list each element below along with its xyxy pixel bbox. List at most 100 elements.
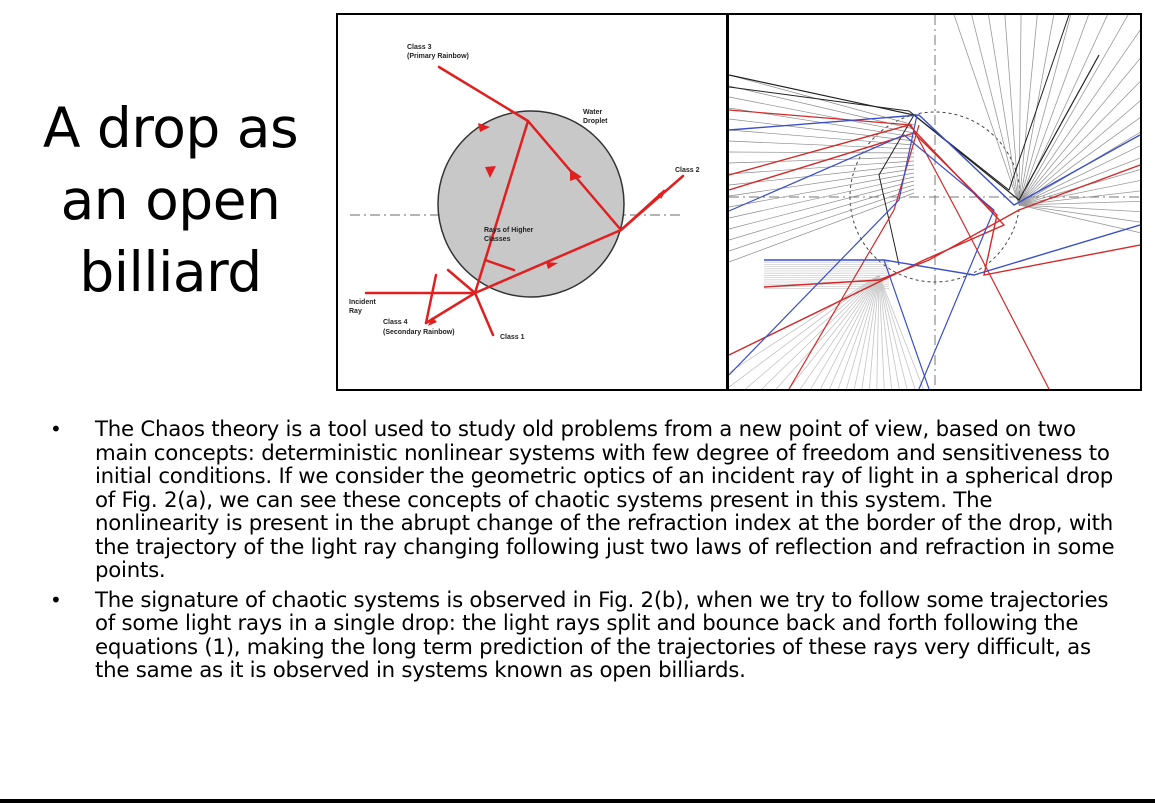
ray-class2 <box>619 174 685 232</box>
ray-path <box>729 54 1100 201</box>
ray-segment <box>1018 200 1140 206</box>
ray-arrowheads <box>428 123 667 326</box>
bullet-text: The signature of chaotic systems is obse… <box>95 587 1109 683</box>
ray-segment <box>729 74 915 126</box>
slide-title: A drop as an open billiard <box>42 96 299 304</box>
ray-class4 <box>424 291 477 325</box>
black-ray-paths <box>729 15 1100 266</box>
ray-path <box>729 134 995 389</box>
ray-segment <box>820 274 880 389</box>
ray-segment <box>1018 204 1140 234</box>
ray-path <box>878 114 915 266</box>
ray-segment <box>1018 15 1089 206</box>
ray-segment <box>788 274 880 389</box>
bottom-rule <box>0 799 1155 803</box>
ray-path <box>788 124 920 389</box>
ray-higher-class <box>473 228 623 295</box>
ray-segment <box>971 15 1020 206</box>
label-class2: Class 2 <box>675 167 700 174</box>
panel-divider <box>726 15 729 389</box>
bullet-list: • The Chaos theory is a tool used to stu… <box>40 417 1120 689</box>
ray-segment <box>729 180 915 230</box>
ray-path <box>763 164 1140 288</box>
label-droplet: Droplet <box>583 118 608 125</box>
label-class3-sub: (Primary Rainbow) <box>407 53 469 60</box>
figure-2: Class 3 (Primary Rainbow) Water Droplet … <box>336 13 1142 391</box>
bullet-item: • The signature of chaotic systems is ob… <box>40 587 1120 683</box>
ray-segment <box>878 274 893 389</box>
ray-path <box>729 114 918 376</box>
bullet-symbol: • <box>50 587 62 612</box>
ray-segment <box>861 274 880 389</box>
label-class1: Class 1 <box>500 334 525 341</box>
ray-higher-inner <box>483 258 516 272</box>
ray-segment <box>729 188 915 252</box>
ray-segment <box>1018 81 1140 206</box>
ray-segment <box>868 274 880 389</box>
ray-segment <box>878 274 924 389</box>
ray-segment <box>1018 145 1140 206</box>
ray-segment <box>729 274 880 374</box>
blue-ray-paths <box>729 114 1140 389</box>
bullet-item: • The Chaos theory is a tool used to stu… <box>40 417 1120 583</box>
label-class4-sub: (Secondary Rainbow) <box>383 329 455 336</box>
ray-segment <box>1018 58 1140 206</box>
ray-segment <box>876 274 880 389</box>
ray-segment <box>1018 117 1140 206</box>
ray-segment <box>729 172 915 208</box>
ray-segment <box>810 274 880 389</box>
bullet-text: The Chaos theory is a tool used to study… <box>95 417 1115 583</box>
label-class4: Class 4 <box>383 319 408 326</box>
ray-segment <box>1018 15 1108 206</box>
figure-2b-billiard-trajectories <box>729 15 1140 389</box>
ray-segment <box>729 96 915 134</box>
ray-segment <box>878 274 908 389</box>
ray-segment <box>729 85 915 130</box>
ray-segment <box>1018 15 1129 206</box>
ray-segment <box>953 15 1020 206</box>
label-higher-sub: Classes <box>484 236 511 243</box>
ray-segment <box>1018 15 1022 206</box>
ray-segment <box>729 151 915 154</box>
ray-segment <box>1018 15 1072 206</box>
ray-segment <box>761 274 880 389</box>
ray-segment <box>878 274 916 389</box>
ray-class3-exit <box>437 65 530 123</box>
label-class3: Class 3 <box>407 44 432 51</box>
ray-path <box>729 15 1070 191</box>
ray-segment <box>837 274 880 389</box>
ray-segment <box>1018 204 1140 213</box>
ray-path <box>764 224 1140 276</box>
ray-segment <box>1018 132 1140 206</box>
ray-segment <box>1018 180 1140 206</box>
ray-class4-inner <box>446 268 477 295</box>
label-incident: Incident <box>349 299 377 306</box>
ray-segment <box>1018 15 1055 206</box>
ray-class1 <box>473 291 495 337</box>
ray-segment <box>744 274 880 389</box>
label-ray: Ray <box>349 308 362 315</box>
ray-segment <box>775 274 880 389</box>
ray-path <box>729 132 1140 276</box>
ray-path <box>883 259 930 389</box>
ray-segment <box>1018 15 1038 206</box>
ray-segment <box>729 140 915 150</box>
ray-segment <box>799 274 880 389</box>
ray-segment <box>729 192 915 263</box>
ray-segment <box>1004 15 1020 206</box>
ray-class4-exit <box>424 273 438 325</box>
ray-segment <box>729 160 915 175</box>
ray-segment <box>729 118 915 142</box>
ray-segment <box>988 15 1020 206</box>
label-water: Water <box>583 109 602 116</box>
ray-segment <box>878 274 885 389</box>
ray-segment <box>729 168 915 197</box>
ray-path <box>729 114 1140 206</box>
ray-segment <box>878 274 900 389</box>
ray-segment <box>729 156 915 164</box>
water-droplet <box>437 110 625 298</box>
label-higher: Rays of Higher <box>484 227 534 234</box>
ray-path <box>729 124 1006 356</box>
ray-segment <box>1018 157 1140 206</box>
ray-segment <box>853 274 880 389</box>
